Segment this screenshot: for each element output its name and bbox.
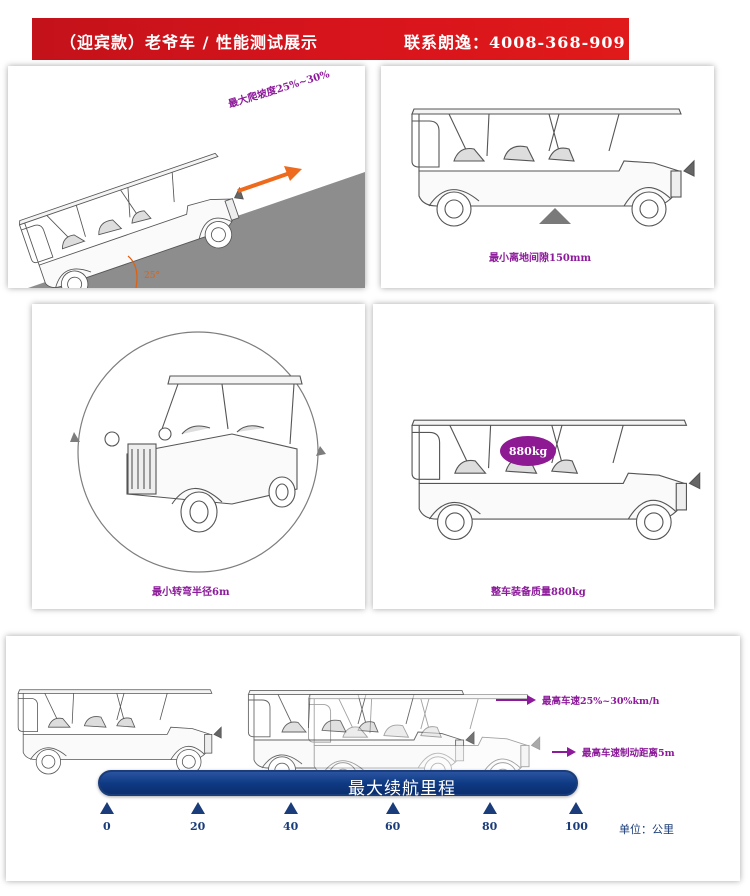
banner-contact: 联系朗逸：4008-368-909 <box>404 33 626 52</box>
max-speed-row: 最高车速25%~30%km/h <box>496 693 659 707</box>
range-unit: 单位：公里 <box>619 823 674 836</box>
range-bar: 最大续航里程 <box>98 770 578 799</box>
header-banner: （迎宾款）老爷车 / 性能测试展示 联系朗逸：4008-368-909 <box>32 18 629 60</box>
tick-marker-icon <box>284 802 298 814</box>
tick-marker-icon <box>386 802 400 814</box>
arrow-right-icon <box>552 747 576 757</box>
tick-label: 100 <box>565 820 588 833</box>
braking-text: 最高车速制动距离5m <box>582 748 675 759</box>
braking-row: 最高车速制动距离5m <box>552 745 675 759</box>
tick-marker-icon <box>569 802 583 814</box>
tick-label: 80 <box>482 820 498 833</box>
range-panel <box>6 636 740 881</box>
tick-label: 40 <box>283 820 299 833</box>
clearance-marker-icon <box>539 208 571 224</box>
climb-panel <box>8 66 365 288</box>
climb-angle: 25° <box>144 271 160 281</box>
turn-arrow-right-icon <box>316 446 326 456</box>
clearance-panel: 最小离地间隙150mm <box>381 66 714 288</box>
banner-title: （迎宾款）老爷车 / 性能测试展示 <box>60 33 318 52</box>
turn-arrow-left-icon <box>70 432 80 442</box>
tick-label: 0 <box>103 820 111 833</box>
weight-caption: 整车装备质量880kg <box>491 587 586 598</box>
tick-marker-icon <box>100 802 114 814</box>
weight-badge: 880kg <box>500 436 556 466</box>
tick-marker-icon <box>191 802 205 814</box>
climb-arrow-icon <box>237 166 302 193</box>
tick-label: 20 <box>190 820 206 833</box>
tick-label: 60 <box>385 820 401 833</box>
max-speed-text: 最高车速25%~30%km/h <box>542 696 660 707</box>
clearance-caption: 最小离地间隙150mm <box>489 253 592 264</box>
turning-panel: 最小转弯半径6m <box>32 304 365 609</box>
range-bar-label: 最大续航里程 <box>348 779 456 799</box>
tick-marker-icon <box>483 802 497 814</box>
turning-caption: 最小转弯半径6m <box>152 587 230 598</box>
arrow-right-icon <box>496 695 536 705</box>
